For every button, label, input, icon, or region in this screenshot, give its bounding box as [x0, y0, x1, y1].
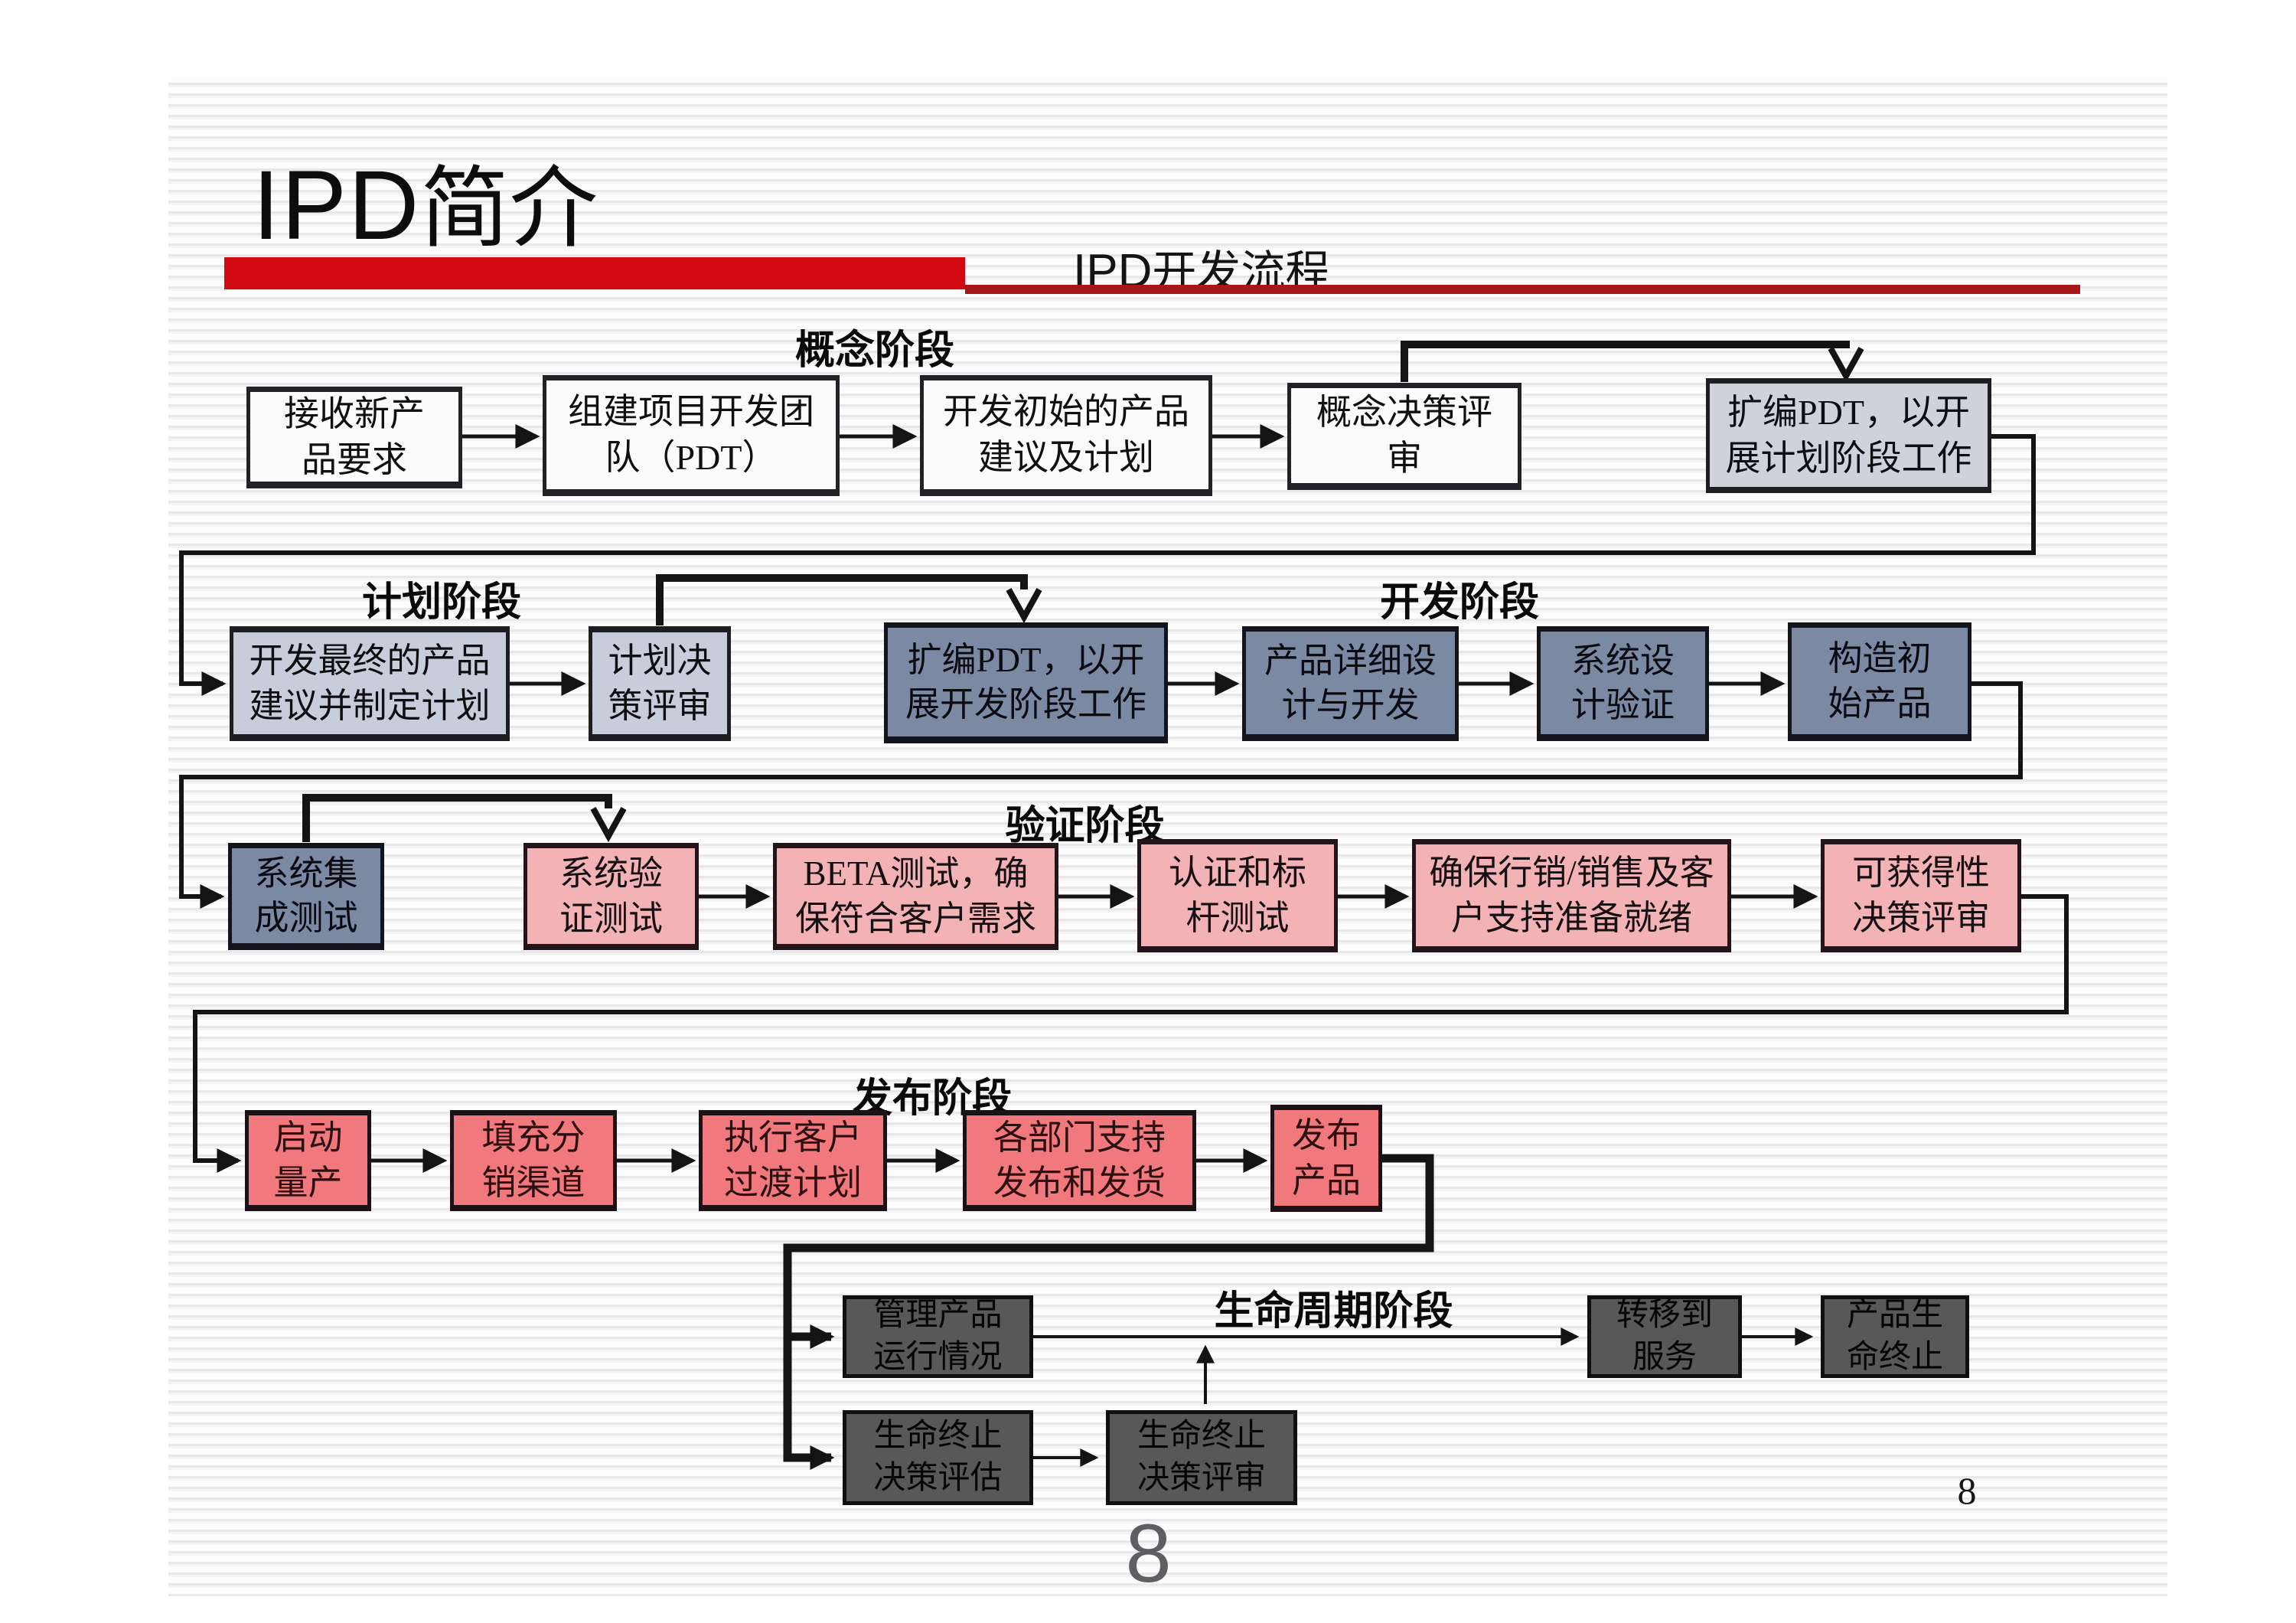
skip-arrow-concept: [1401, 341, 1850, 382]
connector-concept-to-plan: [179, 434, 2036, 696]
box-eol-decision-evaluation: 生命终止 决策评估: [843, 1410, 1033, 1505]
box-departments-support-release-shipping: 各部门支持 发布和发货: [963, 1110, 1196, 1211]
box-manage-product-operation: 管理产品 运行情况: [843, 1295, 1033, 1378]
box-concept-decision-review: 概念决策评 审: [1287, 383, 1521, 490]
box-expand-pdt-dev-phase: 扩编PDT，以开 展开发阶段工作: [884, 622, 1168, 743]
box-expand-pdt-plan-phase: 扩编PDT，以开 展计划阶段工作: [1706, 378, 1991, 493]
box-eol-decision-review: 生命终止 决策评审: [1106, 1410, 1297, 1505]
box-system-design-verification: 系统设 计验证: [1537, 626, 1709, 741]
box-release-product: 发布 产品: [1270, 1105, 1382, 1212]
box-availability-decision-review: 可获得性 决策评审: [1821, 839, 2021, 952]
connector-develop-to-verify: [179, 681, 2023, 909]
box-transfer-to-service: 转移到 服务: [1587, 1295, 1742, 1378]
page-title-cn: 简介: [420, 161, 598, 259]
box-ensure-sales-support-ready: 确保行销/销售及客 户支持准备就绪: [1412, 839, 1731, 952]
skip-arrow-concept-head: [1828, 347, 1864, 383]
connector-verify-to-release: [193, 894, 2069, 1173]
box-execute-customer-transition-plan: 执行客户 过渡计划: [699, 1110, 887, 1211]
subtitle-underline: [965, 285, 2080, 294]
page-title-latin: IPD: [253, 151, 421, 260]
box-detailed-design-and-development: 产品详细设 计与开发: [1242, 626, 1459, 741]
box-develop-final-proposal-and-plan: 开发最终的产品 建议并制定计划: [230, 626, 510, 741]
box-certification-benchmark-test: 认证和标 杆测试: [1137, 839, 1338, 952]
watermark-page-number: 8: [1125, 1507, 1172, 1599]
box-plan-decision-review: 计划决 策评审: [589, 626, 731, 741]
box-fill-distribution-channels: 填充分 销渠道: [450, 1110, 617, 1211]
box-system-verification-test: 系统验 证测试: [523, 843, 699, 950]
box-develop-initial-product-proposal: 开发初始的产品 建议及计划: [920, 375, 1212, 496]
skip-arrow-plan-head: [1006, 588, 1042, 624]
connector-release-to-lifecycle: [783, 1154, 1434, 1470]
page-number: 8: [1957, 1469, 1977, 1512]
skip-arrow-plan: [656, 574, 1028, 625]
title-underline-bar: [224, 257, 965, 289]
page-title: IPD简介: [253, 136, 598, 265]
box-receive-new-product-requirements: 接收新产 品要求: [246, 387, 462, 488]
skip-arrow-verify: [302, 794, 612, 842]
phase-label-develop: 开发阶段: [1379, 580, 1539, 625]
phase-label-plan: 计划阶段: [361, 580, 521, 625]
box-beta-test: BETA测试，确 保符合客户需求: [773, 843, 1058, 950]
box-system-integration-test: 系统集 成测试: [228, 843, 384, 950]
box-product-end-of-life: 产品生 命终止: [1821, 1295, 1969, 1378]
phase-label-concept: 概念阶段: [794, 328, 954, 373]
phase-label-lifecycle: 生命周期阶段: [1214, 1289, 1453, 1334]
box-form-pdt-team: 组建项目开发团 队（PDT）: [543, 375, 840, 496]
skip-arrow-verify-head: [590, 807, 627, 843]
box-build-initial-product: 构造初 始产品: [1788, 622, 1971, 741]
box-start-mass-production: 启动 量产: [245, 1110, 371, 1211]
